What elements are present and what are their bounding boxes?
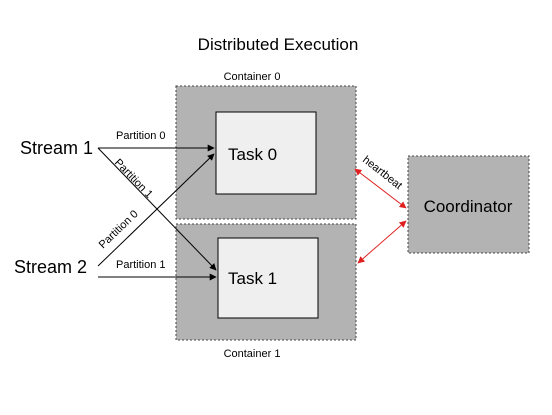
diagram-title: Distributed Execution: [198, 35, 359, 54]
heartbeat-arrow-container0: [354, 168, 407, 209]
edge-stream2-partition1-label: Partition 1: [116, 259, 166, 271]
heartbeat-arrow-container1: [357, 220, 407, 264]
task-0-label: Task 0: [228, 145, 277, 164]
edge-stream1-partition0-label: Partition 0: [116, 130, 166, 142]
task-0-box: [215, 111, 317, 195]
heartbeat-label: heartbeat: [360, 154, 404, 192]
edge-stream2-task0: [97, 153, 215, 267]
container-1-label: Container 1: [224, 348, 281, 360]
task-1-label: Task 1: [228, 269, 277, 288]
container-0-label: Container 0: [224, 71, 281, 83]
task-1-box: [217, 237, 319, 319]
stream-2-label: Stream 2: [14, 257, 87, 277]
coordinator-box: [407, 155, 530, 254]
edge-stream2-partition0-label: Partition 0: [97, 208, 141, 251]
stream-1-label: Stream 1: [20, 138, 93, 158]
edge-stream1-partition1-label: Partition 1: [112, 157, 155, 201]
coordinator-label: Coordinator: [424, 197, 513, 216]
